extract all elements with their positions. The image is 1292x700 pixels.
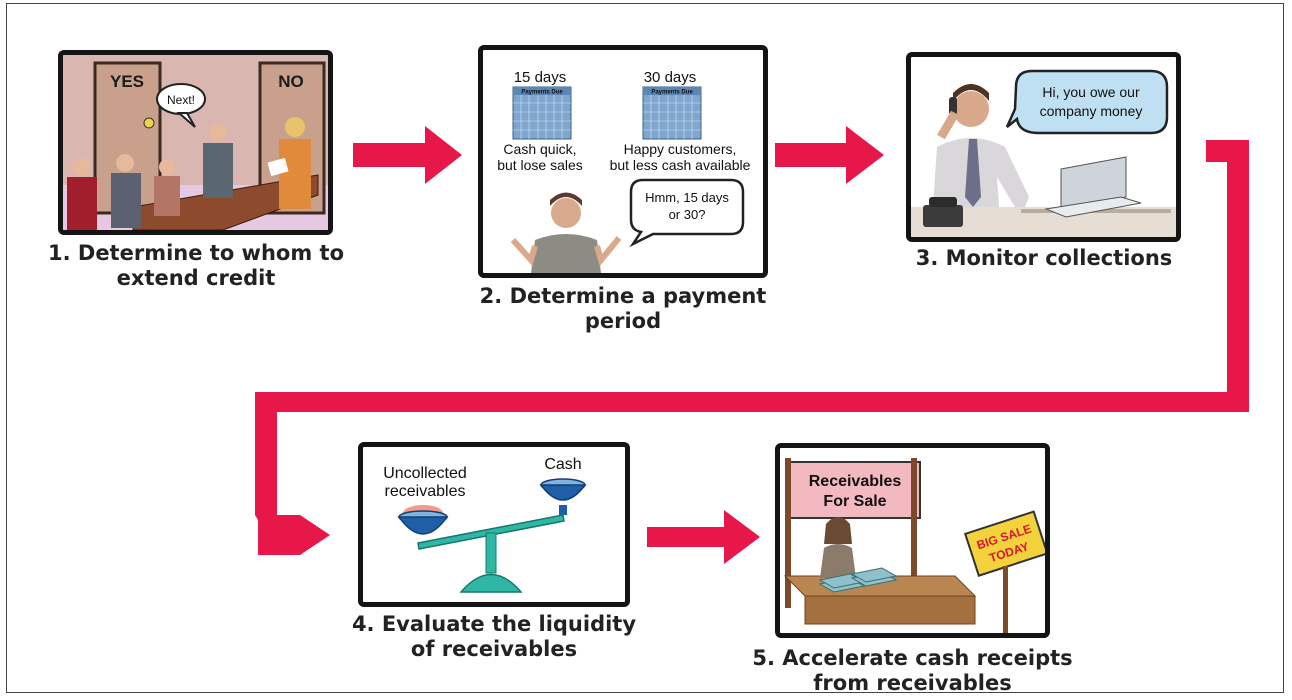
calendar-30-icon: Payments Due xyxy=(642,86,702,140)
step-3-caption: 3. Monitor collections xyxy=(915,246,1173,270)
door-yes-label: YES xyxy=(110,72,144,91)
calendar-15-icon: Payments Due xyxy=(512,86,572,140)
speech-next: Next! xyxy=(167,93,195,107)
uncollected-label-line-2: receivables xyxy=(385,483,466,500)
left-note-line-1: Cash quick, xyxy=(503,141,576,157)
step-2-caption: 2. Determine a payment period xyxy=(479,284,767,333)
right-note-line-1: Happy customers, xyxy=(624,141,737,157)
step-5-caption: 5. Accelerate cash receipts from receiva… xyxy=(752,646,1073,695)
speech-line-1: Hi, you owe our xyxy=(1042,84,1140,100)
step-1-caption: 1. Determine to whom to extend credit xyxy=(47,241,344,290)
speech-line-2: company money xyxy=(1040,103,1143,119)
sign-line-2: For Sale xyxy=(823,493,886,510)
step-4-caption: 4. Evaluate the liquidity of receivables xyxy=(351,612,637,661)
speech-line-2: or 30? xyxy=(669,207,706,222)
panel-accelerate-cash: Receivables For Sale BIG SALE TODAY xyxy=(775,443,1050,638)
payment-period-illustration: 15 days 30 days Payments Due Payments Du… xyxy=(497,69,751,273)
receivables-sale-illustration: Receivables For Sale BIG SALE TODAY xyxy=(783,458,1045,633)
svg-text:Payments Due: Payments Due xyxy=(651,90,693,96)
figure-frame xyxy=(6,3,1284,693)
sign-line-1: Receivables xyxy=(809,473,902,490)
days-15-label: 15 days xyxy=(514,69,567,86)
panel-evaluate-liquidity: Uncollected receivables Cash xyxy=(358,442,630,607)
svg-text:Payments Due: Payments Due xyxy=(521,90,563,96)
panel-payment-period: 15 days 30 days Payments Due Payments Du… xyxy=(478,45,768,278)
receivables-bowl-icon xyxy=(397,505,449,535)
cash-bowl-icon xyxy=(539,478,587,515)
liquidity-scale-illustration: Uncollected receivables Cash xyxy=(383,456,587,593)
monitor-collections-illustration: Hi, you owe our company money xyxy=(911,69,1176,237)
right-note-line-2: but less cash available xyxy=(610,157,751,173)
uncollected-label-line-1: Uncollected xyxy=(383,465,467,482)
door-no-label: NO xyxy=(278,72,304,91)
panel-extend-credit: YES NO Next! xyxy=(58,50,333,235)
cash-label: Cash xyxy=(544,456,581,473)
credit-interview-illustration: YES NO Next! xyxy=(63,55,328,230)
days-30-label: 30 days xyxy=(644,69,697,86)
speech-line-1: Hmm, 15 days xyxy=(645,190,729,205)
panel-monitor-collections: Hi, you owe our company money xyxy=(906,52,1181,242)
left-note-line-2: but lose sales xyxy=(497,157,583,173)
